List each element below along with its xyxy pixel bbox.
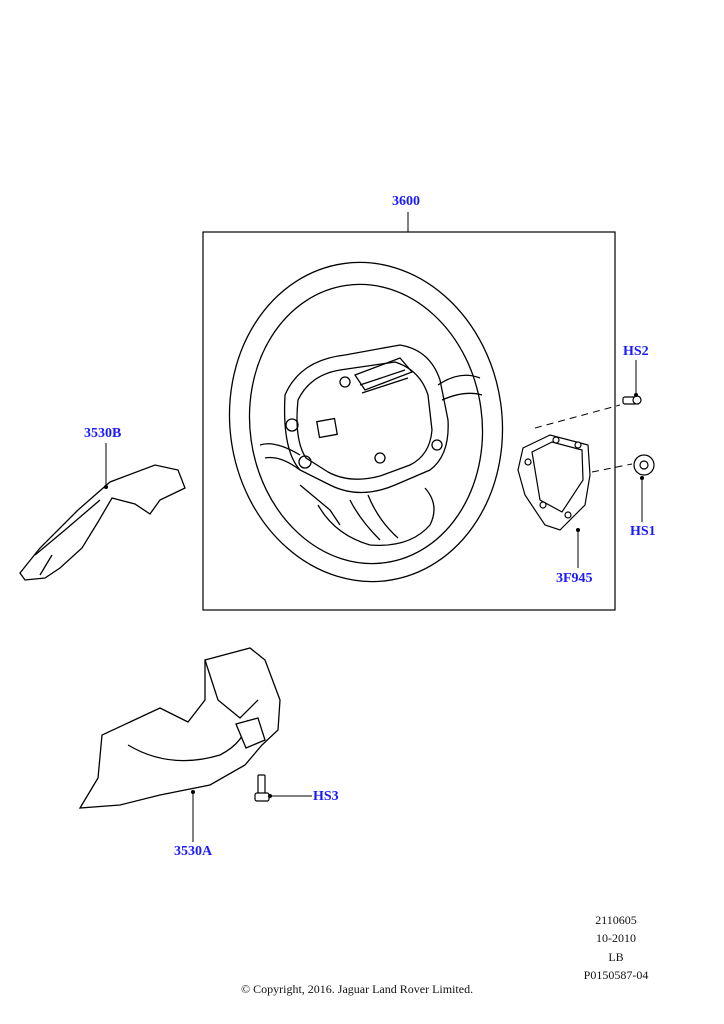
callout-hs1[interactable]: HS1 bbox=[630, 524, 656, 539]
dash-hs1 bbox=[591, 463, 633, 473]
callout-hs3[interactable]: HS3 bbox=[313, 789, 339, 804]
callout-3600[interactable]: 3600 bbox=[392, 194, 420, 209]
callout-3f945[interactable]: 3F945 bbox=[556, 571, 593, 586]
ref-number: 2110605 bbox=[595, 913, 637, 927]
callout-3530b[interactable]: 3530B bbox=[84, 426, 122, 441]
upper-shroud-drawing bbox=[19, 464, 186, 581]
ref-date: 10-2010 bbox=[596, 931, 636, 945]
callout-3530a[interactable]: 3530A bbox=[174, 844, 213, 859]
hs2-screw-drawing bbox=[622, 395, 642, 405]
ref-code: LB bbox=[608, 950, 624, 964]
module-3f945-drawing bbox=[517, 434, 591, 531]
ref-illustration-id: P0150587-04 bbox=[583, 968, 649, 982]
steering-wheel-drawing bbox=[228, 261, 504, 583]
callout-hs2[interactable]: HS2 bbox=[623, 344, 649, 359]
copyright-notice: © Copyright, 2016. Jaguar Land Rover Lim… bbox=[241, 982, 474, 996]
assembly-frame bbox=[202, 231, 616, 611]
lower-shroud-drawing bbox=[78, 647, 281, 809]
hs1-nut-drawing bbox=[633, 454, 655, 476]
hs3-bolt-drawing bbox=[254, 774, 270, 802]
dash-hs2 bbox=[534, 404, 621, 429]
